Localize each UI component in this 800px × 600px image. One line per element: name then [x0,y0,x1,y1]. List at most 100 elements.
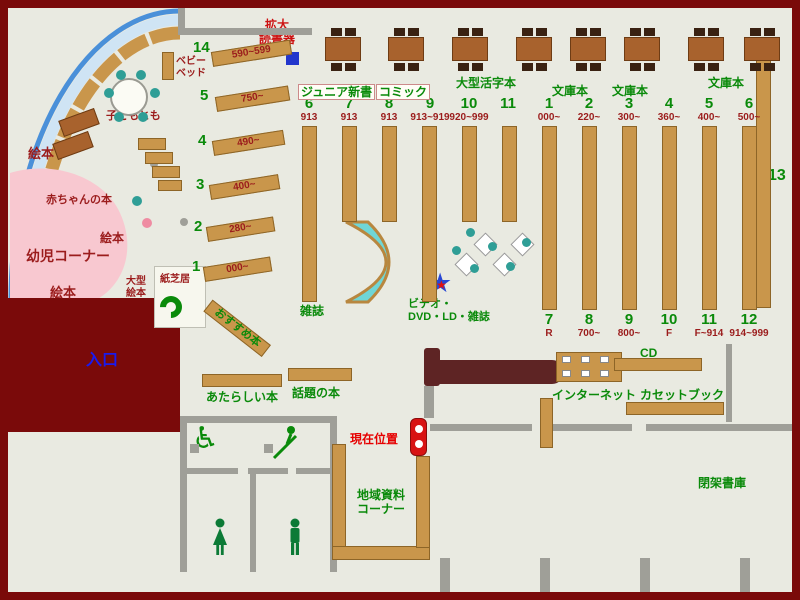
table-top [624,37,660,61]
chair [522,63,533,71]
computer-icon [562,370,571,377]
shelf-number: 1 [544,95,554,112]
male-restroom-icon [290,518,300,555]
chair [522,238,531,247]
wall [646,424,792,431]
star-icon: ★ [436,278,447,292]
bookshelf [662,126,677,310]
wall-border-right [792,0,800,600]
internet-label: インターネット [552,388,637,402]
bookshelf [462,126,477,222]
shelf-number: 12 [740,311,758,328]
shelf-range: 914~999 [729,328,769,339]
bookshelf [158,180,182,191]
chair [630,63,641,71]
shelf-number: 4 [198,133,206,148]
table-top [388,37,424,61]
shelf-number: 4 [664,95,674,112]
chair [470,264,479,273]
chair [331,28,342,36]
shelf-range: 913 [340,112,358,123]
shelf-number: 6 [744,95,754,112]
bookshelf [614,358,702,371]
service-counter [434,360,564,384]
chair [536,28,547,36]
picture-books-label: 絵本 [100,231,125,245]
infant-corner-area [10,168,128,312]
table-top [325,37,361,61]
shelf-number: 8 [584,311,594,328]
shelf-range: 300~ [617,112,641,123]
chair [694,28,705,36]
chair [764,28,775,36]
female-restroom-icon [213,518,227,555]
bookshelf [332,444,346,560]
computer-icon [600,370,609,377]
section-header: 文庫本 [552,84,588,98]
computer-icon [562,356,571,363]
section-header-label: ジュニア新書 [301,85,373,99]
chair [458,63,469,71]
wall [726,344,732,422]
chair [472,28,483,36]
chair [458,28,469,36]
shelf-number: 9 [624,311,634,328]
reading-table [570,28,606,72]
reading-table [452,28,488,72]
table-top [452,37,488,61]
chair [345,28,356,36]
section-header-label: 文庫本 [708,76,745,90]
reading-table [388,28,424,72]
bookshelf [626,402,724,415]
table-top [516,37,552,61]
wall [190,444,199,453]
stool [150,160,158,168]
chair [136,70,146,80]
reading-table [325,28,361,72]
new-books-label: あたらしい本 [206,390,279,404]
picture-books-label: 絵本 [50,285,77,300]
shelf-range: F~914 [694,328,724,339]
chair [750,63,761,71]
large-picture-books-label: 大型 絵本 [126,276,146,299]
shelf-range: 360~ [657,112,681,123]
wall [248,468,288,474]
shelf-range: 913 [380,112,398,123]
chair [764,63,775,71]
reading-table [624,28,660,72]
shelf-range: 000~ [537,112,561,123]
wall [180,416,187,572]
bookshelf [416,456,430,548]
stool [132,196,142,206]
chair [536,63,547,71]
marker-dot [415,440,423,448]
kamishibai-stand [154,266,206,328]
chair [104,88,114,98]
section-header: コミック [376,84,431,101]
chair [694,63,705,71]
bookshelf [302,126,317,302]
shelf-range: 750~ [240,90,265,106]
chair [644,28,655,36]
reading-table [516,28,552,72]
shelf-range: 400~ [232,179,257,194]
shelf-number-label: 3 [196,176,205,193]
bookshelf [702,126,717,310]
shelf-number-group: 11 [484,96,532,112]
wall [740,558,750,592]
chair [150,88,160,98]
entrance-area [8,298,180,432]
chair [590,28,601,36]
kids-slide-icon [272,426,298,460]
wall-border-top [0,0,800,8]
